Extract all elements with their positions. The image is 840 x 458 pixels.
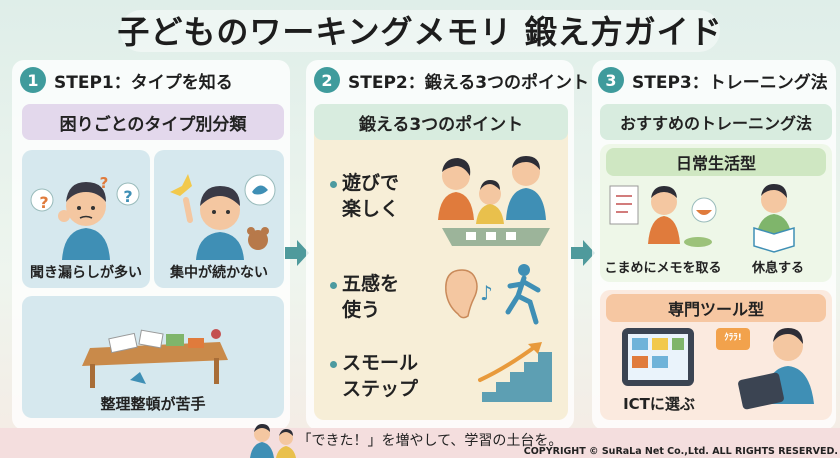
- step3-banner: おすすめのトレーニング法: [600, 104, 832, 140]
- bullet-dot: [330, 361, 337, 368]
- daily-life-illustration: [609, 184, 795, 253]
- distracted-child-illustration: [170, 174, 276, 260]
- step1-heading: 1 STEP1：タイプを知る: [20, 66, 233, 94]
- arrow-right-icon: [571, 240, 595, 266]
- step3-heading-text: STEP3：トレーニング法: [632, 72, 828, 93]
- point-small-steps-line1: スモール: [342, 352, 419, 374]
- app-badge-text: ｸﾗﾗ!: [724, 333, 742, 343]
- bullet-dot: [330, 282, 337, 289]
- question-mark-icon: ?: [99, 174, 109, 192]
- daily-rest-label: 休息する: [751, 261, 804, 276]
- point-play-line1: 遊びで: [342, 172, 400, 194]
- title-band: [120, 10, 720, 52]
- teddy-bear-icon: [248, 230, 268, 250]
- step1-heading-text: STEP1：タイプを知る: [54, 72, 233, 93]
- page-title: 子どものワーキングメモリ 鍛え方ガイド: [117, 13, 723, 51]
- arrow-right-icon: [285, 240, 309, 266]
- point-senses-line2: 使う: [342, 299, 381, 321]
- step2-heading-text: STEP2：鍛える3つのポイント: [348, 72, 590, 93]
- ear-icon: [445, 269, 478, 319]
- confused-child-illustration: [30, 182, 140, 260]
- bird-icon: [170, 174, 192, 196]
- step3-heading: 3 STEP3：トレーニング法: [598, 66, 828, 94]
- svg-text:♪: ♪: [480, 281, 493, 305]
- step2-heading: 2 STEP2：鍛える3つのポイント: [314, 66, 589, 94]
- step2-banner: 鍛える3つのポイント: [314, 104, 568, 140]
- step3-number-badge: 3: [598, 67, 624, 93]
- tablet-illustration: [622, 328, 814, 410]
- bullet-dot: [330, 181, 337, 188]
- copyright-notice: COPYRIGHT © SuRaLa Net Co.,Ltd. ALL RIGH…: [523, 446, 838, 457]
- footer-message: 「できた！」を増やして、学習の土台を。: [297, 433, 563, 449]
- step2-number-badge: 2: [314, 67, 340, 93]
- book-icon: [753, 226, 795, 253]
- tools-ict-label: ICTに選ぶ: [623, 395, 695, 413]
- type-label-focus: 集中が続かない: [170, 265, 268, 281]
- daily-life-title: 日常生活型: [606, 148, 826, 176]
- family-game-illustration: [438, 156, 550, 246]
- messy-desk-illustration: [82, 329, 228, 388]
- step1-banner: 困りごとのタイプ別分類: [22, 104, 284, 140]
- question-mark-icon: ?: [123, 187, 133, 206]
- point-play-line2: 楽しく: [342, 198, 400, 220]
- point-senses: 五感を 使う: [342, 271, 399, 323]
- footer-band: [0, 428, 840, 458]
- staircase-icon: [478, 342, 552, 402]
- daily-memo-label: こまめにメモを取る: [604, 261, 722, 276]
- memo-icon: [609, 185, 639, 225]
- point-play: 遊びで 楽しく: [342, 170, 399, 222]
- app-badge-icon: [716, 328, 750, 350]
- bird-icon: [252, 185, 268, 195]
- step1-number-badge: 1: [20, 67, 46, 93]
- senses-illustration: ♪: [445, 264, 541, 325]
- point-senses-line1: 五感を: [342, 273, 400, 295]
- tools-title: 専門ツール型: [606, 294, 826, 322]
- type-label-organizing: 整理整頓が苦手: [100, 395, 206, 413]
- point-small-steps: スモール ステップ: [342, 350, 418, 402]
- runner-icon: [518, 264, 530, 276]
- children-icon: [250, 424, 296, 458]
- point-small-steps-line2: ステップ: [342, 378, 419, 400]
- type-label-listening: 聞き漏らしが多い: [30, 265, 142, 281]
- question-mark-icon: ?: [39, 193, 49, 212]
